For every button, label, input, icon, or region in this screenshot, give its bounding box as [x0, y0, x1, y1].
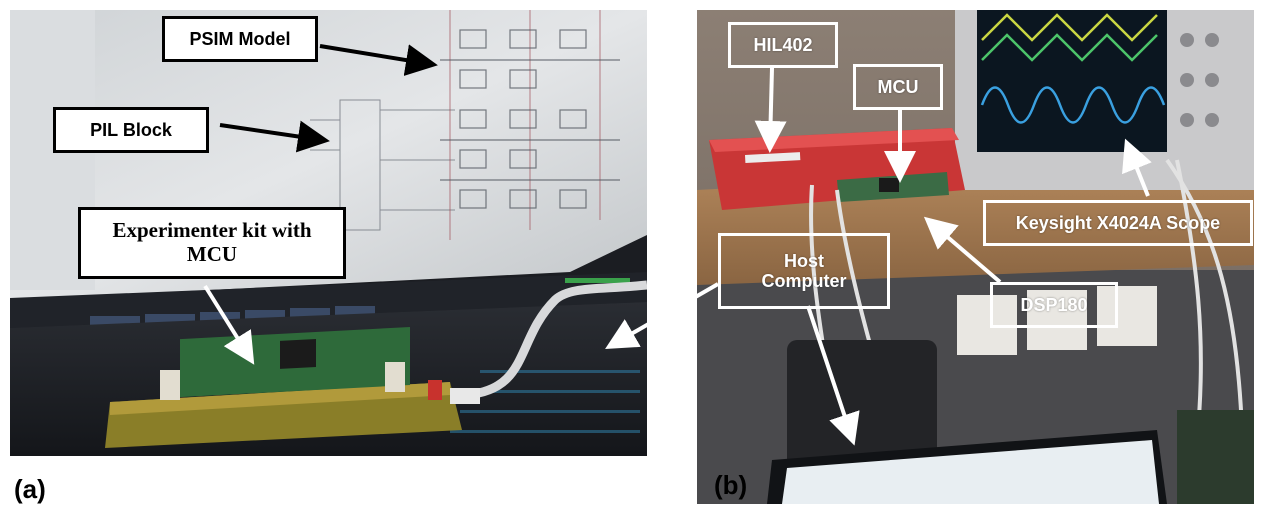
label-psim-model-text: PSIM Model: [189, 28, 291, 49]
panel-letter-b: (b): [714, 470, 748, 500]
arrow-host-computer-a: [605, 282, 719, 349]
label-experimenter-kit-line2: MCU: [186, 242, 238, 266]
panel-letter-a: (a): [14, 474, 46, 504]
label-dsp180: DSP180: [990, 282, 1118, 328]
label-host-computer-line1: Host: [784, 250, 824, 271]
label-scope-text: Keysight X4024A Scope: [1015, 212, 1221, 233]
arrow-dsp180: [923, 216, 1002, 284]
arrow-psim-model: [319, 44, 438, 76]
arrow-experimenter-kit: [203, 284, 255, 365]
label-mcu: MCU: [853, 64, 943, 110]
arrow-pil-block: [219, 120, 330, 153]
label-host-computer: Host Computer: [718, 233, 890, 309]
label-scope: Keysight X4024A Scope: [983, 200, 1253, 246]
label-hil402: HIL402: [728, 22, 838, 68]
label-mcu-text: MCU: [877, 76, 919, 97]
photo-b-scene: [697, 10, 1254, 504]
label-hil402-text: HIL402: [753, 34, 813, 55]
label-pil-block: PIL Block: [53, 107, 209, 153]
arrow-hil402: [754, 67, 787, 153]
label-host-computer-line2: Computer: [761, 271, 847, 291]
label-experimenter-kit: Experimenter kit with MCU: [78, 207, 346, 279]
label-experimenter-kit-line1: Experimenter kit with: [112, 218, 312, 243]
arrow-scope: [1122, 138, 1152, 197]
label-dsp180-text: DSP180: [1020, 294, 1088, 315]
label-pil-block-text: PIL Block: [90, 119, 172, 140]
arrow-host-computer-b: [806, 305, 860, 446]
label-psim-model: PSIM Model: [162, 16, 318, 62]
photo-panel-b: [697, 10, 1254, 504]
